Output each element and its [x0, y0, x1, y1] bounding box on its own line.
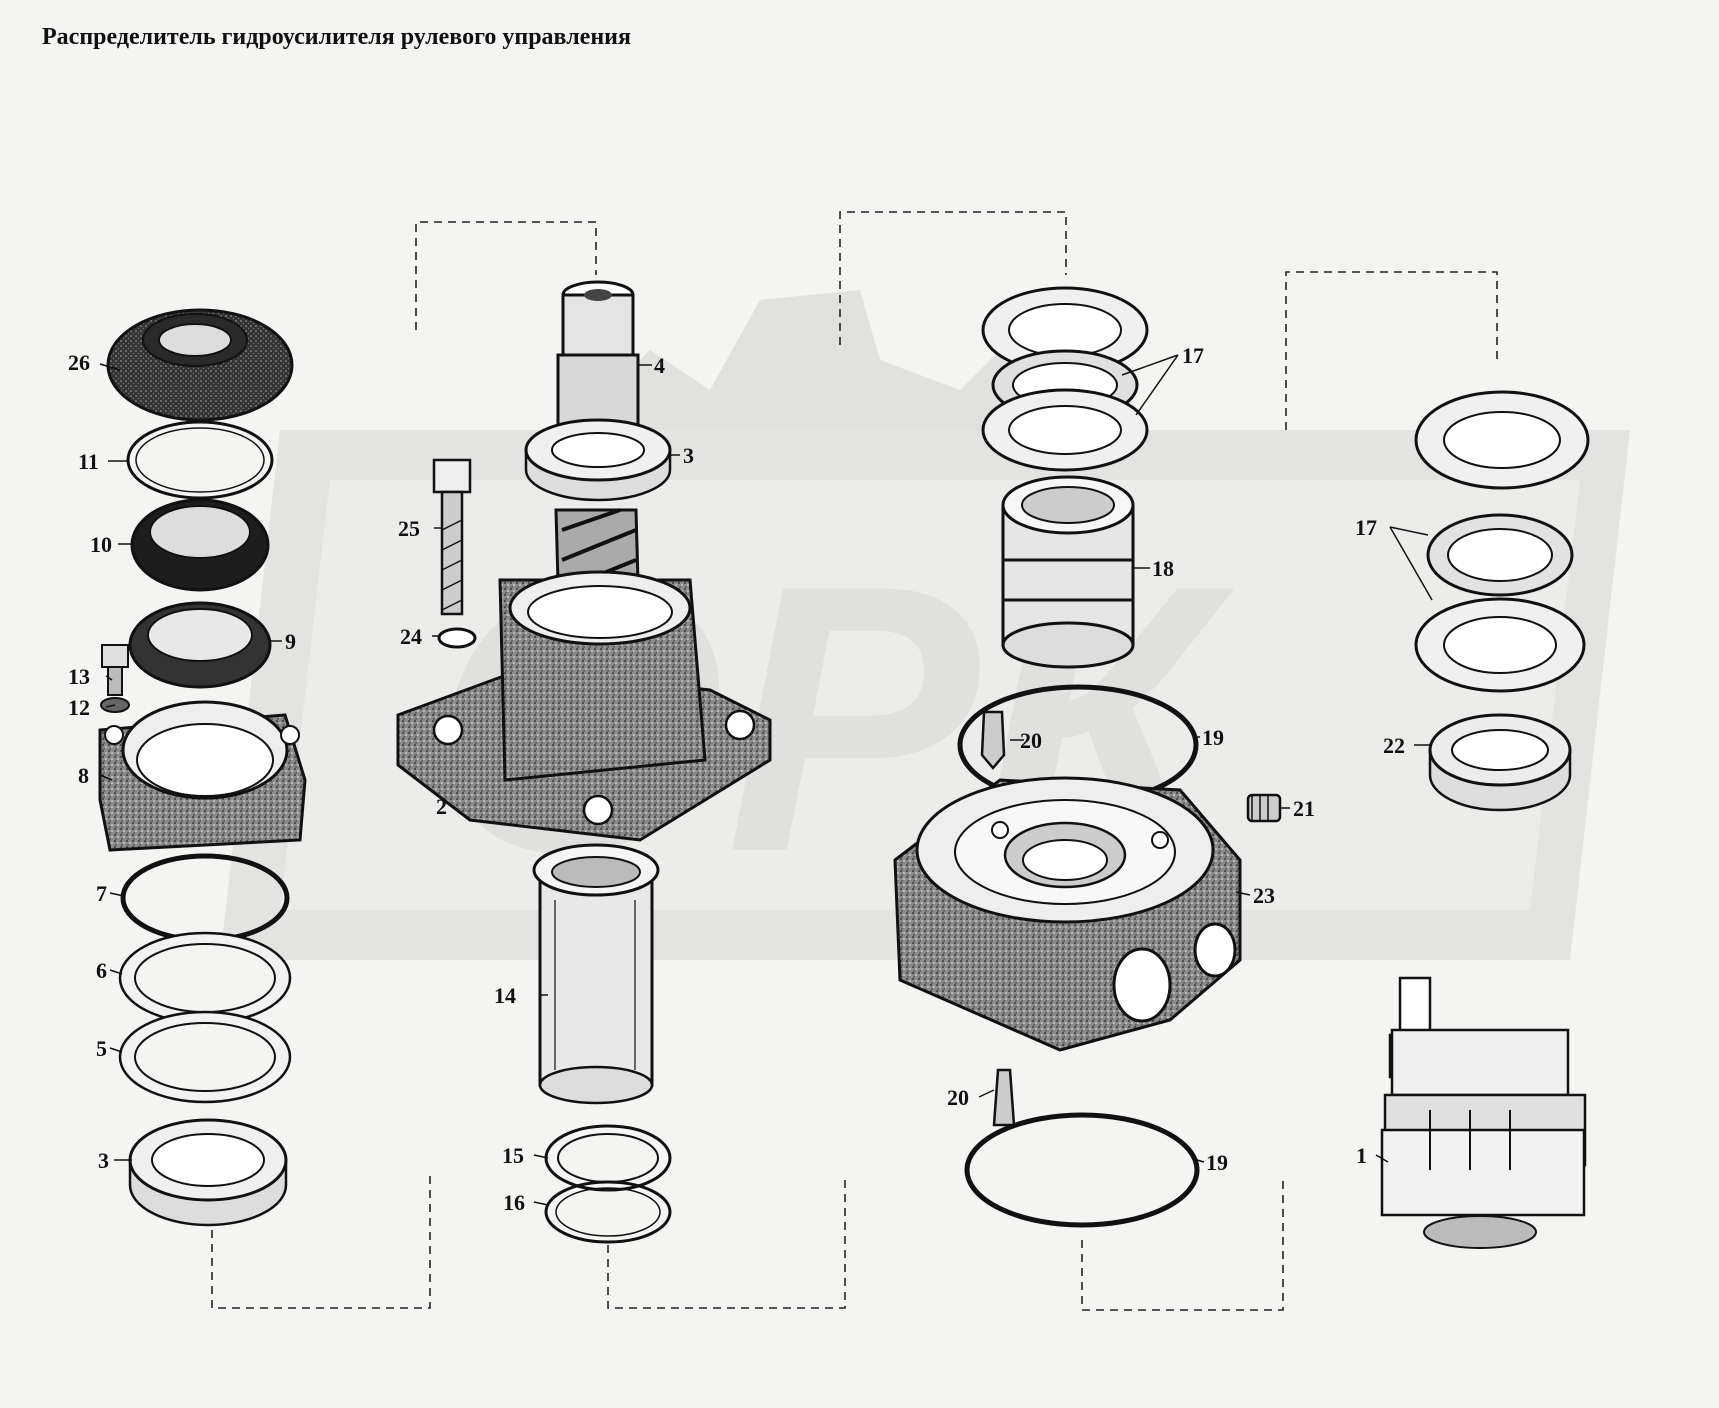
callout-5: 5: [96, 1036, 107, 1061]
callout-10: 10: [90, 532, 112, 557]
callout-12: 12: [68, 695, 90, 720]
callout-2: 2: [436, 794, 447, 819]
callout-20-top: 20: [1020, 728, 1042, 753]
bolt-13: [100, 644, 130, 713]
bolt-25: [432, 458, 472, 616]
callout-25: 25: [398, 516, 420, 541]
o-ring-19-bottom: [964, 1112, 1200, 1228]
callout-leaders: [99, 354, 1433, 1206]
ring-16: [544, 1180, 672, 1244]
flange-8: [98, 700, 307, 852]
callout-19-top: 19: [1202, 725, 1224, 750]
washer-5: [118, 1010, 292, 1104]
ring-15: [544, 1124, 672, 1192]
callout-4: 4: [654, 353, 665, 378]
callout-17-center: 17: [1182, 343, 1204, 368]
callout-26: 26: [68, 350, 90, 375]
lock-washer-24: [437, 627, 477, 649]
callout-3-bottom: 3: [98, 1148, 109, 1173]
callout-21: 21: [1293, 796, 1315, 821]
sleeve-14: [532, 843, 660, 1105]
callout-23: 23: [1253, 883, 1275, 908]
seal-10: [130, 498, 270, 592]
dashed-assembly-lines: [211, 211, 1498, 1311]
assembly-1: [1380, 976, 1587, 1249]
callout-19-bottom: 19: [1206, 1150, 1228, 1175]
callout-18: 18: [1152, 556, 1174, 581]
nut-22: [1428, 713, 1572, 812]
callout-20-bottom: 20: [947, 1085, 969, 1110]
snap-ring-11: [126, 420, 274, 500]
callout-labels: 26 11 10 9 13 12 8 7 6 5 3 4 3 25 24 2 1…: [68, 343, 1405, 1215]
bearing-3-top: [524, 418, 672, 502]
callout-1: 1: [1356, 1143, 1367, 1168]
callout-3-top: 3: [683, 443, 694, 468]
thrust-bearing-17-center: [981, 286, 1149, 472]
pin-20-top: [980, 710, 1006, 770]
callout-13: 13: [68, 664, 90, 689]
callout-22: 22: [1383, 733, 1405, 758]
bearing-3-bottom: [128, 1118, 288, 1227]
diagram-title: Распределитель гидроусилителя рулевого у…: [42, 24, 631, 50]
pin-20-bottom: [992, 1068, 1016, 1127]
callout-9: 9: [285, 629, 296, 654]
callout-8: 8: [78, 763, 89, 788]
callout-15: 15: [502, 1143, 524, 1168]
callout-16: 16: [503, 1190, 525, 1215]
valve-body-23: [893, 776, 1242, 1052]
spool-18: [1001, 475, 1135, 669]
housing-2: [396, 570, 772, 842]
ring-9: [128, 601, 272, 689]
callout-14: 14: [494, 983, 516, 1008]
plug-21: [1246, 793, 1282, 823]
callout-7: 7: [96, 881, 107, 906]
callout-17-right: 17: [1355, 515, 1377, 540]
washer-6: [118, 931, 292, 1025]
callout-6: 6: [96, 958, 107, 983]
seal-26: [106, 308, 294, 422]
thrust-bearing-17-right: [1414, 390, 1590, 693]
callout-11: 11: [78, 449, 99, 474]
callout-24: 24: [400, 624, 422, 649]
